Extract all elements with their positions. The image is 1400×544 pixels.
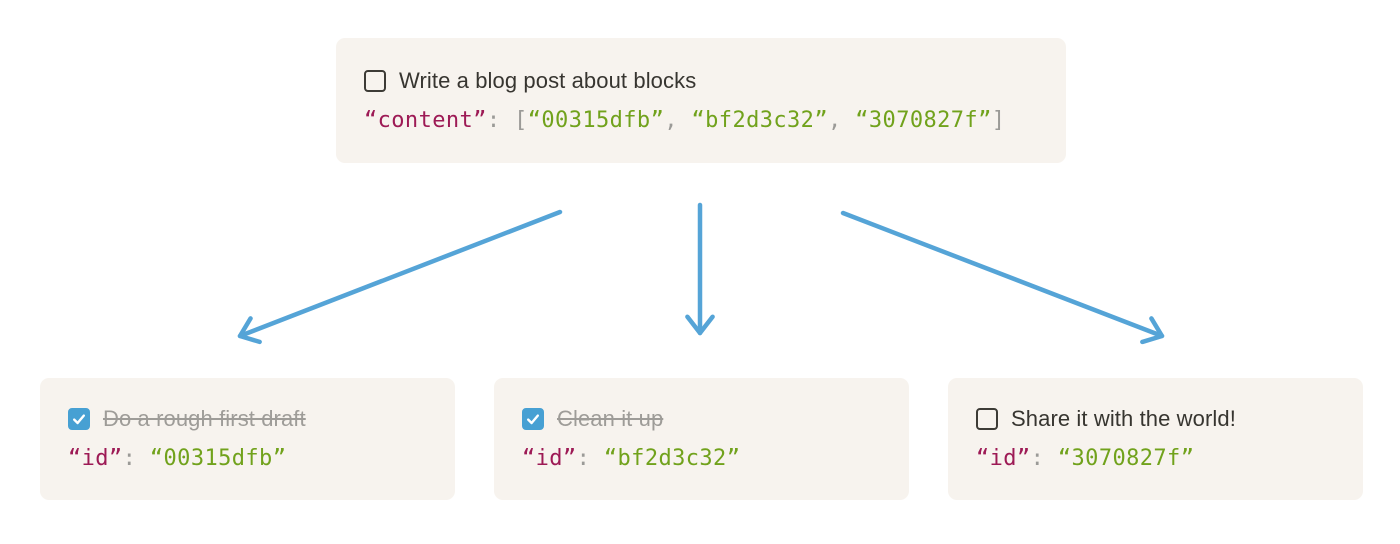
code-colon: : xyxy=(486,107,515,133)
todo-item: Do a rough first draft xyxy=(68,404,427,434)
child-todo-block-3: Share it with the world! “id”: “3070827f… xyxy=(948,378,1363,500)
code-string: “3070827f” xyxy=(855,107,992,133)
arrow-to-third-child xyxy=(840,210,1165,345)
todo-label: Share it with the world! xyxy=(1011,406,1236,431)
code-line: “id”: “3070827f” xyxy=(976,444,1335,474)
code-line: “id”: “00315dfb” xyxy=(68,444,427,474)
code-string: “00315dfb” xyxy=(527,107,665,133)
todo-checkbox-icon[interactable] xyxy=(68,408,90,430)
todo-checkbox-icon[interactable] xyxy=(976,408,998,430)
code-colon: : xyxy=(122,446,150,471)
code-string: “00315dfb” xyxy=(149,446,287,471)
code-colon: : xyxy=(576,446,604,471)
todo-item: Write a blog post about blocks xyxy=(364,66,1038,96)
todo-checkbox-icon[interactable] xyxy=(364,69,386,92)
parent-todo-block: Write a blog post about blocks “content”… xyxy=(336,38,1066,163)
code-key: “id” xyxy=(68,446,123,471)
code-line: “id”: “bf2d3c32” xyxy=(522,444,881,474)
code-key: “content” xyxy=(364,107,487,133)
code-string: “bf2d3c32” xyxy=(603,446,741,471)
code-string: “bf2d3c32” xyxy=(691,107,828,133)
child-todo-block-2: Clean it up “id”: “bf2d3c32” xyxy=(494,378,909,500)
checkmark-icon xyxy=(73,414,86,425)
code-string: “3070827f” xyxy=(1057,446,1195,471)
code-close-bracket: ] xyxy=(991,107,1006,133)
code-separator: , xyxy=(827,107,856,133)
child-todo-block-1: Do a rough first draft “id”: “00315dfb” xyxy=(40,378,455,500)
code-open-bracket: [ xyxy=(514,107,528,133)
code-colon: : xyxy=(1030,446,1058,471)
arrow-to-first-child xyxy=(237,209,563,345)
todo-label: Do a rough first draft xyxy=(103,406,306,431)
code-line: “content”: [“00315dfb”, “bf2d3c32”, “307… xyxy=(364,106,1038,136)
todo-label: Clean it up xyxy=(557,406,664,431)
checkmark-icon xyxy=(527,414,540,425)
code-key: “id” xyxy=(976,446,1031,471)
code-separator: , xyxy=(664,107,692,133)
todo-item: Share it with the world! xyxy=(976,404,1335,434)
todo-item: Clean it up xyxy=(522,404,881,434)
todo-checkbox-icon[interactable] xyxy=(522,408,544,430)
todo-label: Write a blog post about blocks xyxy=(399,67,697,93)
code-key: “id” xyxy=(522,446,577,471)
